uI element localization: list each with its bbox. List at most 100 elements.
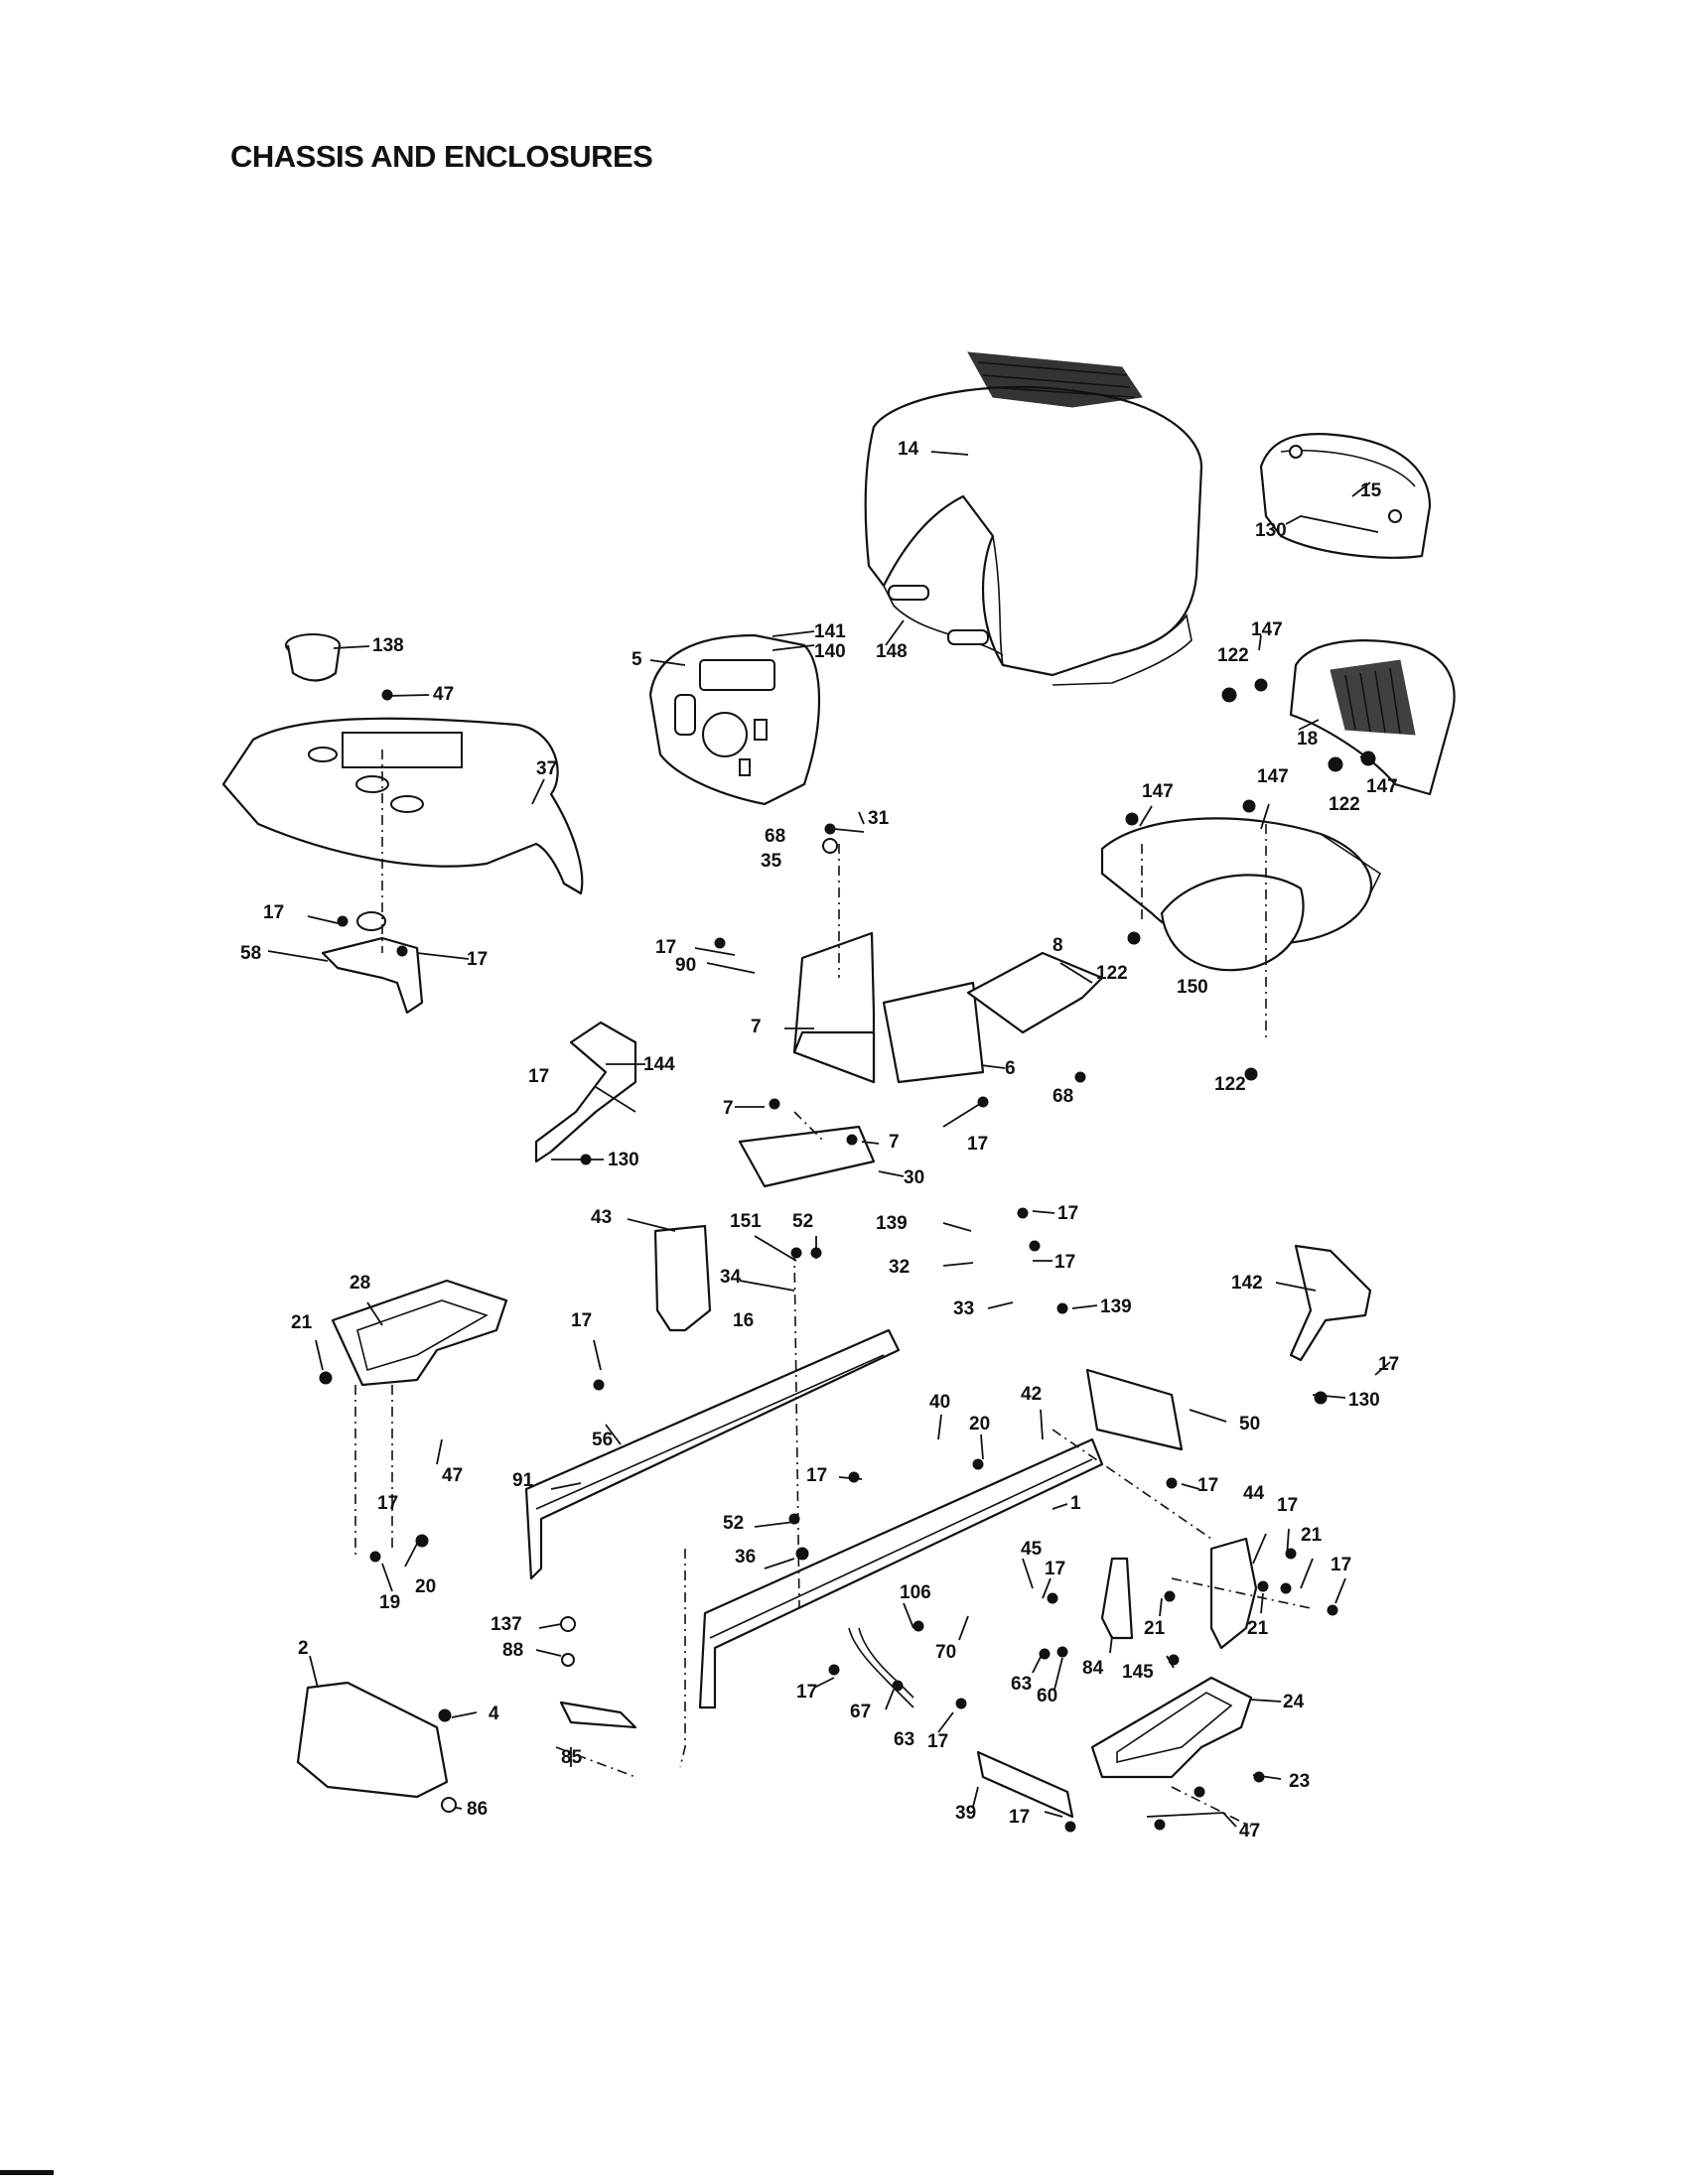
callout-14: 14 xyxy=(898,439,919,460)
callout-37: 37 xyxy=(536,758,557,779)
front-plate-part xyxy=(1085,1368,1184,1451)
bracket-58-part xyxy=(321,936,424,1015)
callout-68: 68 xyxy=(765,826,785,847)
callout-17: 17 xyxy=(806,1465,827,1486)
callout-68: 68 xyxy=(1052,1086,1073,1107)
callout-142: 142 xyxy=(1231,1273,1263,1294)
plate-2-part xyxy=(296,1681,449,1799)
callout-15: 15 xyxy=(1360,480,1382,501)
callout-84: 84 xyxy=(1082,1658,1104,1679)
callout-30: 30 xyxy=(904,1167,924,1188)
center-panels-part xyxy=(738,931,1104,1188)
callout-23: 23 xyxy=(1289,1771,1310,1792)
callout-17: 17 xyxy=(1378,1354,1399,1375)
dash-panel-part xyxy=(1259,433,1432,559)
hardware-fasteners xyxy=(319,678,1376,1833)
callout-36: 36 xyxy=(735,1547,756,1568)
callout-28: 28 xyxy=(350,1273,370,1294)
callout-7: 7 xyxy=(723,1098,734,1119)
callout-150: 150 xyxy=(1177,977,1208,998)
callout-147: 147 xyxy=(1251,619,1283,640)
callout-70: 70 xyxy=(935,1642,956,1663)
callout-45: 45 xyxy=(1021,1539,1043,1560)
callout-17: 17 xyxy=(655,937,676,958)
assembly-guide-lines xyxy=(354,750,1312,1828)
callout-4: 4 xyxy=(489,1704,499,1724)
callout-122: 122 xyxy=(1329,794,1360,815)
callout-47: 47 xyxy=(442,1465,463,1486)
callout-21: 21 xyxy=(1301,1525,1323,1546)
callout-147: 147 xyxy=(1257,766,1289,787)
callout-17: 17 xyxy=(967,1134,988,1155)
callout-17: 17 xyxy=(1009,1807,1030,1828)
part-callout-labels: 14 15 130 148 141 140 5 138 47 37 147 12… xyxy=(240,439,1399,1842)
callout-139: 139 xyxy=(1100,1297,1132,1317)
callout-43: 43 xyxy=(591,1207,612,1228)
callout-18: 18 xyxy=(1297,729,1318,750)
callout-16: 16 xyxy=(733,1310,754,1331)
callout-39: 39 xyxy=(955,1803,976,1824)
callout-86: 86 xyxy=(467,1799,488,1820)
callout-147: 147 xyxy=(1366,776,1398,797)
callout-67: 67 xyxy=(850,1702,871,1722)
callout-52: 52 xyxy=(723,1513,744,1534)
callout-63: 63 xyxy=(894,1729,914,1750)
top-panel-part xyxy=(221,717,584,931)
callout-130: 130 xyxy=(608,1150,639,1170)
callout-47: 47 xyxy=(433,684,454,705)
callout-17: 17 xyxy=(263,902,284,923)
callout-52: 52 xyxy=(792,1211,813,1232)
callout-19: 19 xyxy=(379,1592,400,1613)
callout-17: 17 xyxy=(1197,1475,1218,1496)
callout-17: 17 xyxy=(377,1493,398,1514)
hood-part xyxy=(864,351,1203,686)
callout-1: 1 xyxy=(1070,1493,1081,1514)
callout-17: 17 xyxy=(1054,1252,1075,1273)
footrest-left-part xyxy=(331,1279,508,1387)
callout-63: 63 xyxy=(1011,1674,1032,1695)
callout-151: 151 xyxy=(730,1211,762,1232)
callout-31: 31 xyxy=(868,808,890,829)
callout-122: 122 xyxy=(1217,645,1249,666)
callout-24: 24 xyxy=(1283,1692,1305,1712)
callout-50: 50 xyxy=(1239,1414,1260,1434)
footer-rule xyxy=(0,2170,54,2175)
callout-130: 130 xyxy=(1348,1390,1380,1411)
callout-91: 91 xyxy=(512,1470,534,1491)
page-title: CHASSIS AND ENCLOSURES xyxy=(230,139,653,174)
callout-6: 6 xyxy=(1005,1058,1016,1079)
callout-58: 58 xyxy=(240,943,261,964)
callout-56: 56 xyxy=(592,1430,613,1450)
callout-40: 40 xyxy=(929,1392,950,1413)
callout-122: 122 xyxy=(1096,963,1128,984)
callout-34: 34 xyxy=(720,1267,742,1288)
frame-left-part xyxy=(524,1328,901,1580)
callout-33: 33 xyxy=(953,1298,974,1319)
callout-47: 47 xyxy=(1239,1821,1260,1842)
callout-44: 44 xyxy=(1243,1483,1265,1504)
callout-137: 137 xyxy=(491,1614,522,1635)
callout-20: 20 xyxy=(969,1414,990,1434)
bar-39-part xyxy=(976,1750,1074,1819)
footrest-right-part xyxy=(1090,1676,1253,1779)
callout-90: 90 xyxy=(675,955,696,976)
arm-84-part xyxy=(1100,1557,1134,1640)
bracket-142-part xyxy=(1289,1244,1372,1362)
callout-144: 144 xyxy=(643,1054,675,1075)
callout-17: 17 xyxy=(796,1682,817,1703)
callout-32: 32 xyxy=(889,1257,910,1278)
console-part xyxy=(648,633,821,806)
callout-8: 8 xyxy=(1052,935,1063,956)
callout-148: 148 xyxy=(876,641,908,662)
callout-2: 2 xyxy=(298,1638,309,1659)
leader-lines xyxy=(267,451,1391,1828)
callout-21: 21 xyxy=(1247,1618,1269,1639)
callout-17: 17 xyxy=(1045,1559,1065,1579)
callout-7: 7 xyxy=(751,1017,762,1037)
callout-20: 20 xyxy=(415,1576,436,1597)
callout-106: 106 xyxy=(900,1582,931,1603)
callout-17: 17 xyxy=(571,1310,592,1331)
callout-17: 17 xyxy=(528,1066,549,1087)
frame-right-part xyxy=(698,1437,1104,1709)
